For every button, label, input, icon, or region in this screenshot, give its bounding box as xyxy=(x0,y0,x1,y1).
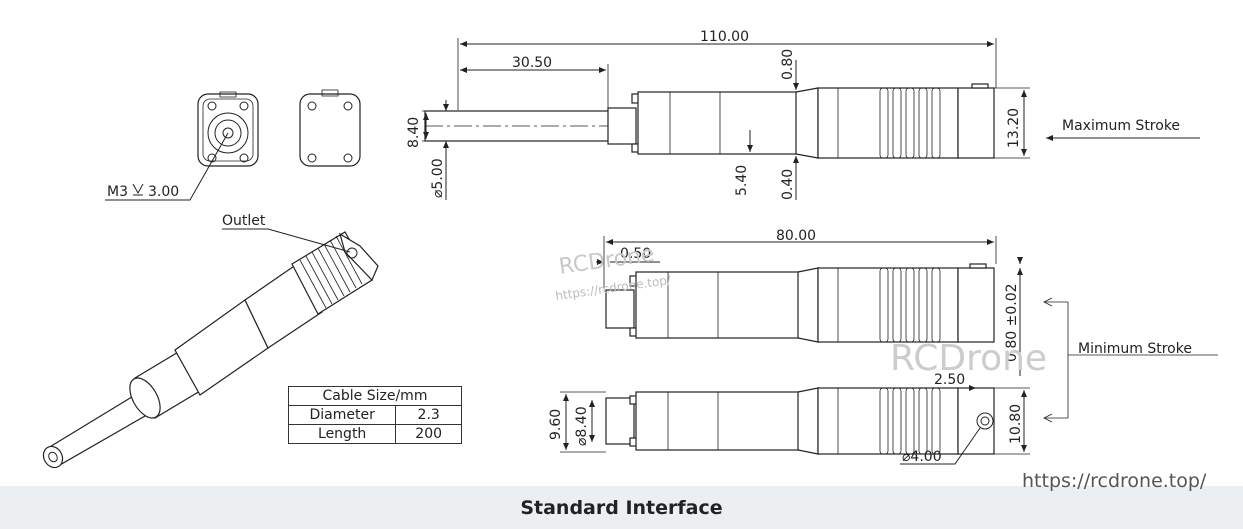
dim-min-overall-length: 80.00 xyxy=(776,228,816,244)
table-cell-name: Diameter xyxy=(287,405,397,425)
bottom-view: 2.50 9.60 ⌀8.40 10.80 ⌀4.00 xyxy=(548,372,1030,465)
maximum-stroke-label: Maximum Stroke xyxy=(1062,118,1180,134)
dim-bottom-offset: 0.40 xyxy=(780,169,796,200)
dim-rod-protrusion: 0.50 xyxy=(620,246,651,262)
cable-table-header: Cable Size/mm xyxy=(288,386,462,406)
table-cell-name: Length xyxy=(287,424,397,444)
dim-height-tolerance: 0.80 ±0.02 xyxy=(1004,283,1020,362)
thread-label: M3 xyxy=(107,184,128,200)
dim-hole-offset: 2.50 xyxy=(934,372,965,388)
thread-callout: M3 3.00 xyxy=(105,132,229,201)
technical-drawing: M3 3.00 Outlet xyxy=(42,29,1218,469)
min-stroke-view: 80.00 0.50 0.80 ±0.02 Minimum Stroke xyxy=(596,228,1218,423)
dim-side-height: 9.60 xyxy=(548,409,564,440)
dim-inner-offset: 5.40 xyxy=(734,165,750,196)
table-row: Diameter 2.3 xyxy=(287,405,462,425)
dim-min-rod-diameter: ⌀8.40 xyxy=(574,406,590,446)
dim-overall-length: 110.00 xyxy=(700,29,749,45)
dim-min-height: 10.80 xyxy=(1008,404,1024,444)
table-cell-value: 200 xyxy=(395,424,462,444)
outlet-label: Outlet xyxy=(222,213,266,229)
caption-bar: Standard Interface xyxy=(0,486,1243,529)
isometric-view: Outlet xyxy=(42,213,379,469)
end-view-back xyxy=(299,89,361,167)
caption-text: Standard Interface xyxy=(520,496,723,519)
dim-top-offset: 0.80 xyxy=(780,49,796,80)
dim-height: 13.20 xyxy=(1006,108,1022,148)
cable-size-table: Cable Size/mm Diameter 2.3 Length 200 xyxy=(287,386,462,444)
max-stroke-view: 110.00 30.50 0.80 13.20 8.40 ⌀5.00 5.40 … xyxy=(406,29,1200,200)
end-view-front xyxy=(197,91,259,167)
minimum-stroke-label: Minimum Stroke xyxy=(1078,341,1192,357)
dim-rod-diameter: ⌀5.00 xyxy=(430,158,446,198)
thread-depth: 3.00 xyxy=(148,184,179,200)
dim-rod-width: 8.40 xyxy=(406,117,422,148)
watermark-brand: RCDrone xyxy=(890,338,1047,379)
dim-rod-extension: 30.50 xyxy=(512,55,552,71)
site-url-watermark: https://rcdrone.top/ xyxy=(1022,470,1207,492)
table-row: Length 200 xyxy=(287,424,462,444)
table-cell-value: 2.3 xyxy=(395,405,462,425)
dim-hole-diameter: ⌀4.00 xyxy=(902,449,942,465)
